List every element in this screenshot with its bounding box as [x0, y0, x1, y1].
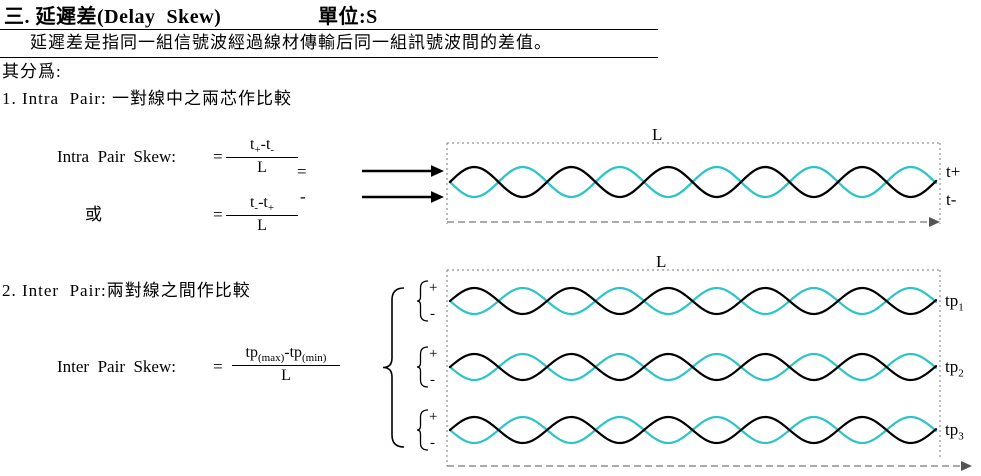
row2-plus-label: +: [429, 346, 438, 362]
divider: [0, 29, 658, 30]
wave-line: [448, 165, 938, 199]
or-label: 或: [85, 205, 103, 224]
pair-brace: [416, 280, 429, 322]
row1-minus-label: -: [430, 306, 435, 322]
fraction-numerator: t--t+: [226, 194, 298, 217]
or-equals: =: [213, 205, 223, 224]
wave-line: [448, 286, 938, 316]
wave-line: [448, 415, 938, 445]
inter-heading: 2. Inter Pair:兩對線之間作比較: [2, 281, 251, 300]
arrowhead: [431, 165, 444, 177]
row1-plus-label: +: [429, 280, 438, 296]
label-subscript: 3: [958, 430, 964, 443]
label-base: tp: [945, 357, 959, 376]
term: -tp: [284, 344, 303, 361]
wave-label-tp3: tp3: [945, 420, 964, 444]
arrowhead: [961, 461, 972, 471]
arrowhead: [929, 217, 940, 227]
subscript: (min): [302, 352, 327, 365]
subscript: +: [267, 202, 275, 215]
label-subscript: 2: [958, 367, 964, 380]
intra-fraction-1: t+-t- L: [226, 136, 298, 177]
row3-minus-label: -: [430, 435, 435, 451]
minus-sign: -: [300, 187, 306, 206]
inter-fraction: tp(max)-tp(min) L: [232, 344, 340, 385]
term: -t: [258, 194, 268, 211]
arrowhead: [431, 191, 444, 203]
section-label: 其分爲:: [2, 62, 62, 81]
label-base: tp: [945, 420, 959, 439]
term: t: [249, 136, 255, 153]
term: -t: [260, 136, 271, 153]
length-label-inter: L: [656, 252, 668, 271]
wave-line: [448, 352, 938, 382]
row3-plus-label: +: [429, 409, 438, 425]
fraction-numerator: t+-t-: [226, 136, 298, 159]
row2-minus-label: -: [430, 372, 435, 388]
intra-equals-1: =: [213, 147, 223, 166]
pair-brace: [416, 409, 429, 451]
fraction-denominator: L: [257, 217, 267, 235]
inter-formula-label: Inter Pair Skew:: [57, 357, 176, 376]
subscript: (max): [257, 352, 285, 365]
pair-brace: [416, 346, 429, 388]
label-base: tp: [945, 291, 959, 310]
term: t: [249, 194, 255, 211]
intra-fraction-2: t--t+ L: [226, 194, 298, 235]
subscript: -: [254, 202, 259, 215]
label-subscript: 1: [958, 301, 964, 314]
fraction-numerator: tp(max)-tp(min): [232, 344, 340, 367]
wave-label-tp1: tp1: [945, 291, 964, 315]
term: tp: [245, 344, 258, 361]
subscript: +: [254, 144, 261, 157]
fraction-denominator: L: [281, 367, 291, 385]
length-label-intra: L: [652, 125, 664, 144]
fraction-denominator: L: [257, 159, 267, 177]
unit-label: 單位:S: [318, 6, 378, 28]
inter-equals: =: [213, 357, 223, 376]
page-title: 三. 延遲差(Delay Skew): [4, 6, 222, 28]
intra-equals-2: =: [297, 162, 307, 181]
intra-formula-label: Intra Pair Skew:: [57, 147, 176, 166]
wave-label-t-plus: t+: [946, 162, 961, 181]
wave-label-t-minus: t-: [946, 190, 957, 209]
group-brace: [382, 287, 405, 448]
description: 延遲差是指同一組信號波經過線材傳輸后同一組訊號波間的差值。: [30, 33, 552, 52]
intra-heading: 1. Intra Pair: 一對線中之兩芯作比較: [2, 89, 292, 108]
divider: [0, 57, 658, 58]
subscript: -: [270, 144, 275, 157]
wave-label-tp2: tp2: [945, 357, 964, 381]
